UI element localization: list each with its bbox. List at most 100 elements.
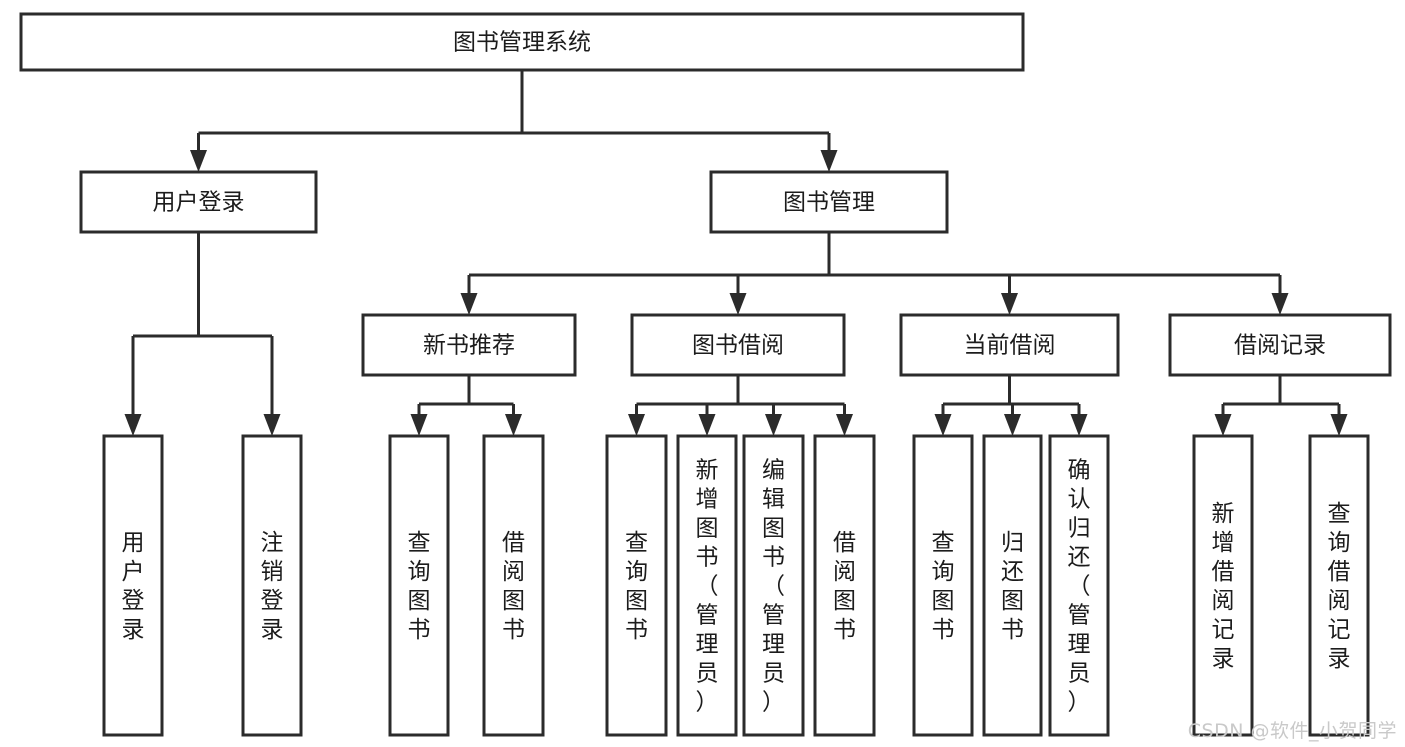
node-label-char: ）	[696, 690, 719, 716]
node-label-char: 员	[1068, 661, 1091, 687]
node-label: 图书借阅	[692, 333, 784, 359]
node-label-char: 询	[408, 559, 431, 585]
node-label-char: 还	[1068, 545, 1091, 571]
node-label-char: 图	[696, 516, 719, 542]
node-label-char: 辑	[762, 487, 785, 513]
node-label: 借阅记录	[1234, 333, 1326, 359]
node-label-char: 销	[261, 559, 284, 585]
node-label-char: 图	[408, 588, 431, 614]
connector-borrow-record-to-leaves	[1214, 375, 1348, 436]
node-label: 用户登录	[153, 190, 245, 216]
node-label-char: 书	[1001, 617, 1024, 643]
connector-user-login-to-leaves	[124, 232, 281, 436]
node-label-char: 借	[1212, 559, 1235, 585]
node-label-char: 管	[762, 603, 785, 629]
node-label-char: 归	[1001, 530, 1024, 556]
node-label-char: 记	[1328, 617, 1351, 643]
node-label-char: ）	[1068, 690, 1091, 716]
node-label-char: 录	[122, 617, 145, 643]
node-label-char: 理	[696, 632, 719, 658]
node-label-char: 借	[502, 530, 525, 556]
node-label-char: 询	[625, 559, 648, 585]
node-label-char: 查	[625, 530, 648, 556]
node-label-char: 增	[1212, 530, 1235, 556]
node-new-book-recommend[interactable]: 新书推荐	[361, 313, 577, 377]
node-label-char: 图	[625, 588, 648, 614]
node-label-char: 询	[1328, 530, 1351, 556]
node-label-char: 录	[1212, 646, 1235, 672]
node-label-char: 图	[833, 588, 856, 614]
node-label-char: 查	[932, 530, 955, 556]
node-label-char: 录	[261, 617, 284, 643]
node-label-char: 阅	[1212, 588, 1235, 614]
connectors-layer	[124, 70, 1348, 436]
node-label-char: 管	[1068, 603, 1091, 629]
node-label-char: 认	[1068, 487, 1091, 513]
node-label-char: 图	[932, 588, 955, 614]
node-root[interactable]: 图书管理系统	[19, 12, 1025, 72]
node-label-char: 书	[932, 617, 955, 643]
node-label-char: 户	[122, 559, 145, 585]
node-label-char: 借	[833, 530, 856, 556]
node-label-char: 询	[932, 559, 955, 585]
node-label-char: 管	[696, 603, 719, 629]
node-label-char: （	[696, 574, 719, 600]
node-label-char: 记	[1212, 617, 1235, 643]
node-label-char: 理	[1068, 632, 1091, 658]
node-label: 图书管理	[783, 190, 875, 216]
node-label-char: 新	[696, 458, 719, 484]
node-label-char: 员	[696, 661, 719, 687]
node-label-char: 借	[1328, 559, 1351, 585]
node-label-char: 登	[261, 588, 284, 614]
node-label-char: 查	[408, 530, 431, 556]
node-user-login[interactable]: 用户登录	[79, 170, 318, 234]
node-label-char: 用	[122, 530, 145, 556]
node-label-char: 图	[502, 588, 525, 614]
node-book-borrow[interactable]: 图书借阅	[630, 313, 846, 377]
connector-current-borrow-to-leaves	[934, 375, 1088, 436]
node-label-char: 图	[1001, 588, 1024, 614]
node-label-char: 录	[1328, 646, 1351, 672]
node-label-char: ）	[762, 690, 785, 716]
node-label-char: 阅	[833, 559, 856, 585]
node-current-borrow[interactable]: 当前借阅	[899, 313, 1120, 377]
boxes-layer: 图书管理系统用户登录图书管理新书推荐图书借阅当前借阅借阅记录用户登录注销登录查询…	[19, 12, 1392, 737]
node-label-char: 编	[762, 458, 785, 484]
node-label: 新书推荐	[423, 333, 515, 359]
node-book-management[interactable]: 图书管理	[709, 170, 949, 234]
connector-new-book-recommend-to-leaves	[410, 375, 522, 436]
connector-book-management-to-level3	[460, 232, 1289, 315]
node-borrow-record[interactable]: 借阅记录	[1168, 313, 1392, 377]
node-label-char: （	[1068, 574, 1091, 600]
node-label-char: 阅	[1328, 588, 1351, 614]
node-label-char: 新	[1212, 501, 1235, 527]
node-label-char: 图	[762, 516, 785, 542]
node-label-char: 登	[122, 588, 145, 614]
node-label: 图书管理系统	[453, 30, 591, 56]
node-label-char: 查	[1328, 501, 1351, 527]
node-label-char: 书	[833, 617, 856, 643]
node-label-char: 书	[502, 617, 525, 643]
node-label-char: 阅	[502, 559, 525, 585]
node-leaf-user-login[interactable]: 用户登录	[102, 434, 164, 737]
connector-root-to-level2	[190, 70, 838, 172]
node-label-char: 确	[1068, 458, 1091, 484]
node-label-char: 书	[408, 617, 431, 643]
node-label-char: 书	[625, 617, 648, 643]
connector-book-borrow-to-leaves	[628, 375, 853, 436]
node-label-char: 还	[1001, 559, 1024, 585]
